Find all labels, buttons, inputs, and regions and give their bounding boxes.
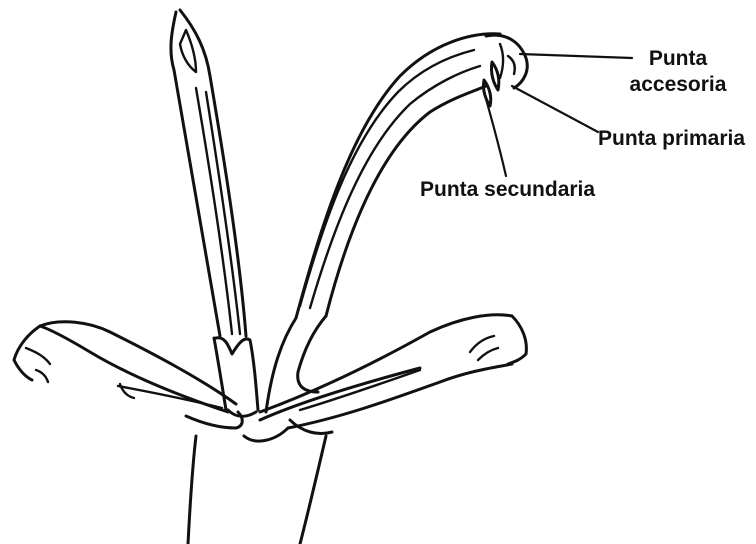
left-horizontal-arm bbox=[14, 322, 242, 428]
tip-cluster bbox=[483, 35, 527, 106]
leader-secundaria bbox=[484, 92, 506, 176]
label-accessory-tip-line2: accesoria bbox=[628, 72, 728, 98]
left-vertical-spine bbox=[171, 10, 258, 410]
label-secondary-tip: Punta secundaria bbox=[420, 177, 595, 203]
label-accessory-tip: Punta accesoria bbox=[628, 46, 728, 98]
leader-primaria bbox=[512, 86, 598, 132]
label-primary-tip: Punta primaria bbox=[598, 126, 745, 152]
leader-lines bbox=[484, 54, 632, 176]
leader-accesoria bbox=[520, 54, 632, 58]
right-arching-spine bbox=[260, 34, 500, 420]
label-accessory-tip-line1: Punta bbox=[628, 46, 728, 72]
